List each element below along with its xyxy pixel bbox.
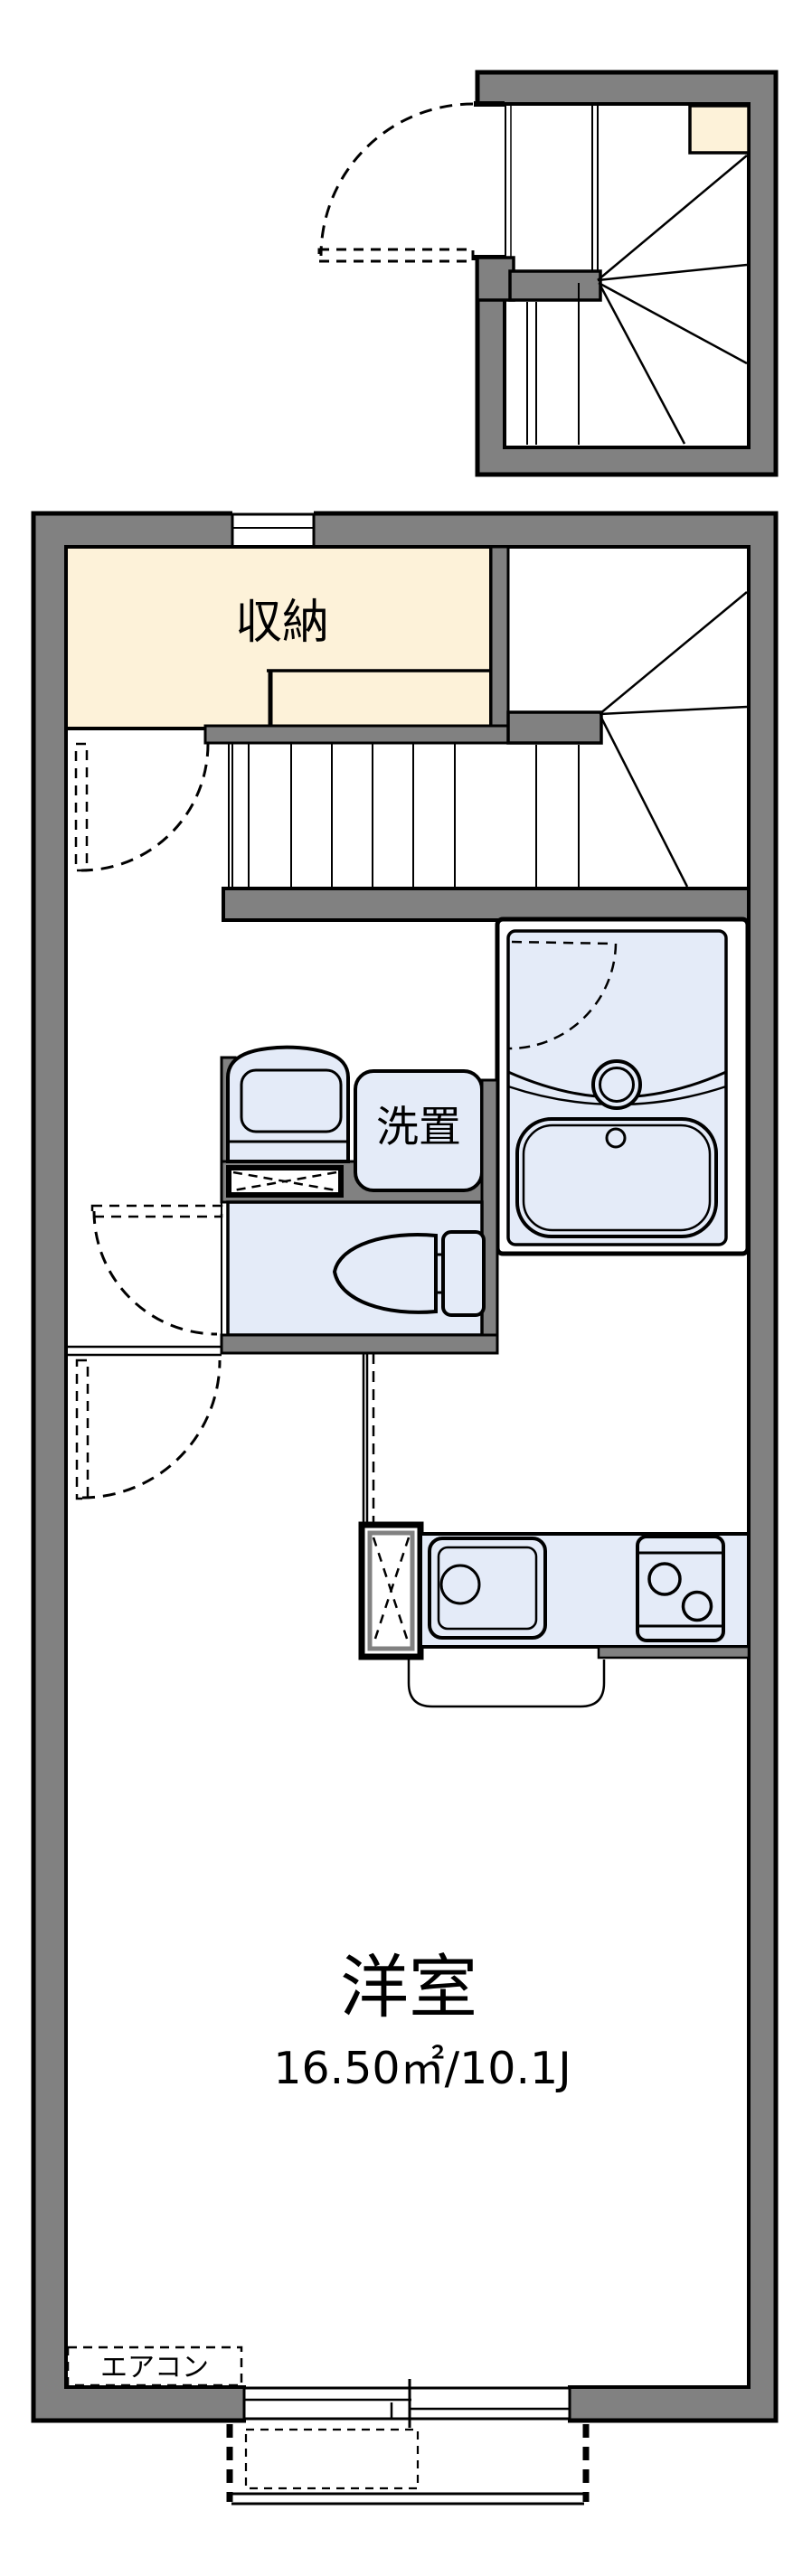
- stairwell-left-wall: [489, 545, 510, 745]
- storage-label: 収納: [235, 596, 329, 650]
- bathtub-drain: [605, 1127, 627, 1149]
- main-room-label: 洋室: [340, 1947, 477, 2027]
- upper-stair-wall-a: [476, 256, 515, 302]
- corridor: [66, 742, 223, 1500]
- kitchen-counter-base-wall: [597, 1645, 751, 1659]
- upper-stair-unit: [317, 70, 779, 477]
- storage-floor: [64, 545, 493, 730]
- storage-door-arc: [80, 743, 210, 872]
- upper-stair-treads: [526, 283, 580, 445]
- stove-burner-small: [681, 1590, 713, 1622]
- upper-entry-door-arc: [319, 102, 474, 257]
- storage-window: [231, 510, 316, 550]
- porch: [226, 2424, 590, 2505]
- upper-stair-wall-b: [508, 269, 602, 302]
- stair-bottom-run-wall: [203, 724, 510, 745]
- main-unit: 収納: [31, 510, 779, 2428]
- toilet-room: [220, 1078, 499, 1355]
- kitchen: [358, 1353, 751, 1708]
- washroom-folding-door: [226, 1165, 344, 1198]
- bottom-window: [242, 2379, 571, 2428]
- bathroom-door-arc: [508, 943, 618, 1050]
- main-room-area-label: 16.50㎡/10.1J: [273, 2043, 571, 2094]
- toilet-floor: [226, 1200, 484, 1337]
- upper-closet-box: [688, 104, 751, 155]
- aircon-space: エアコン: [66, 2346, 243, 2387]
- kitchen-sink-drain: [439, 1564, 481, 1605]
- bathtub-inner: [522, 1123, 712, 1232]
- bathtub-outer: [515, 1117, 718, 1238]
- wash-basin: [226, 1045, 350, 1163]
- toilet-tank: [441, 1230, 486, 1317]
- toilet-door-leaf: [90, 1204, 223, 1218]
- aircon-label: エアコン: [100, 2352, 209, 2383]
- main-interior: [64, 545, 751, 2389]
- kitchen-sink-inner: [437, 1546, 538, 1631]
- bottom-window-frame: [242, 2386, 571, 2421]
- washroom: 洗置: [220, 1045, 499, 1204]
- bath-faucet-inner: [599, 1067, 635, 1103]
- washer-space-label: 洗置: [376, 1103, 461, 1152]
- stairwell: [203, 545, 751, 922]
- bathroom: [495, 917, 751, 1256]
- kitchen-sink: [428, 1537, 547, 1640]
- porch-inner-outline: [244, 2428, 420, 2490]
- stair-fan: [599, 591, 748, 888]
- room-door-arc: [81, 1359, 222, 1500]
- kitchen-floor-edge: [407, 1658, 606, 1708]
- stove-burner-large: [647, 1562, 682, 1596]
- stairwell-bottom-wall: [222, 887, 751, 922]
- toilet-bath-divider-wall: [480, 1078, 499, 1355]
- stove: [636, 1535, 725, 1642]
- upper-door-jamb-top: [474, 101, 505, 107]
- stair-winder-wall: [506, 710, 603, 745]
- storage-room: 収納: [64, 545, 493, 730]
- stair-treads: [228, 743, 580, 887]
- fridge-space: [358, 1521, 424, 1660]
- main-room: 洋室 16.50㎡/10.1J エアコン: [66, 1947, 571, 2387]
- wash-basin-bowl: [240, 1068, 343, 1133]
- aircon-box: [66, 2346, 243, 2387]
- toilet-door-arc: [92, 1210, 218, 1336]
- upper-door-opening: [469, 107, 505, 255]
- upper-entry-door-leaf: [317, 248, 475, 263]
- toilet-south-wall: [220, 1333, 499, 1355]
- upper-stair-fan: [597, 155, 748, 445]
- toilet-bowl: [332, 1233, 438, 1314]
